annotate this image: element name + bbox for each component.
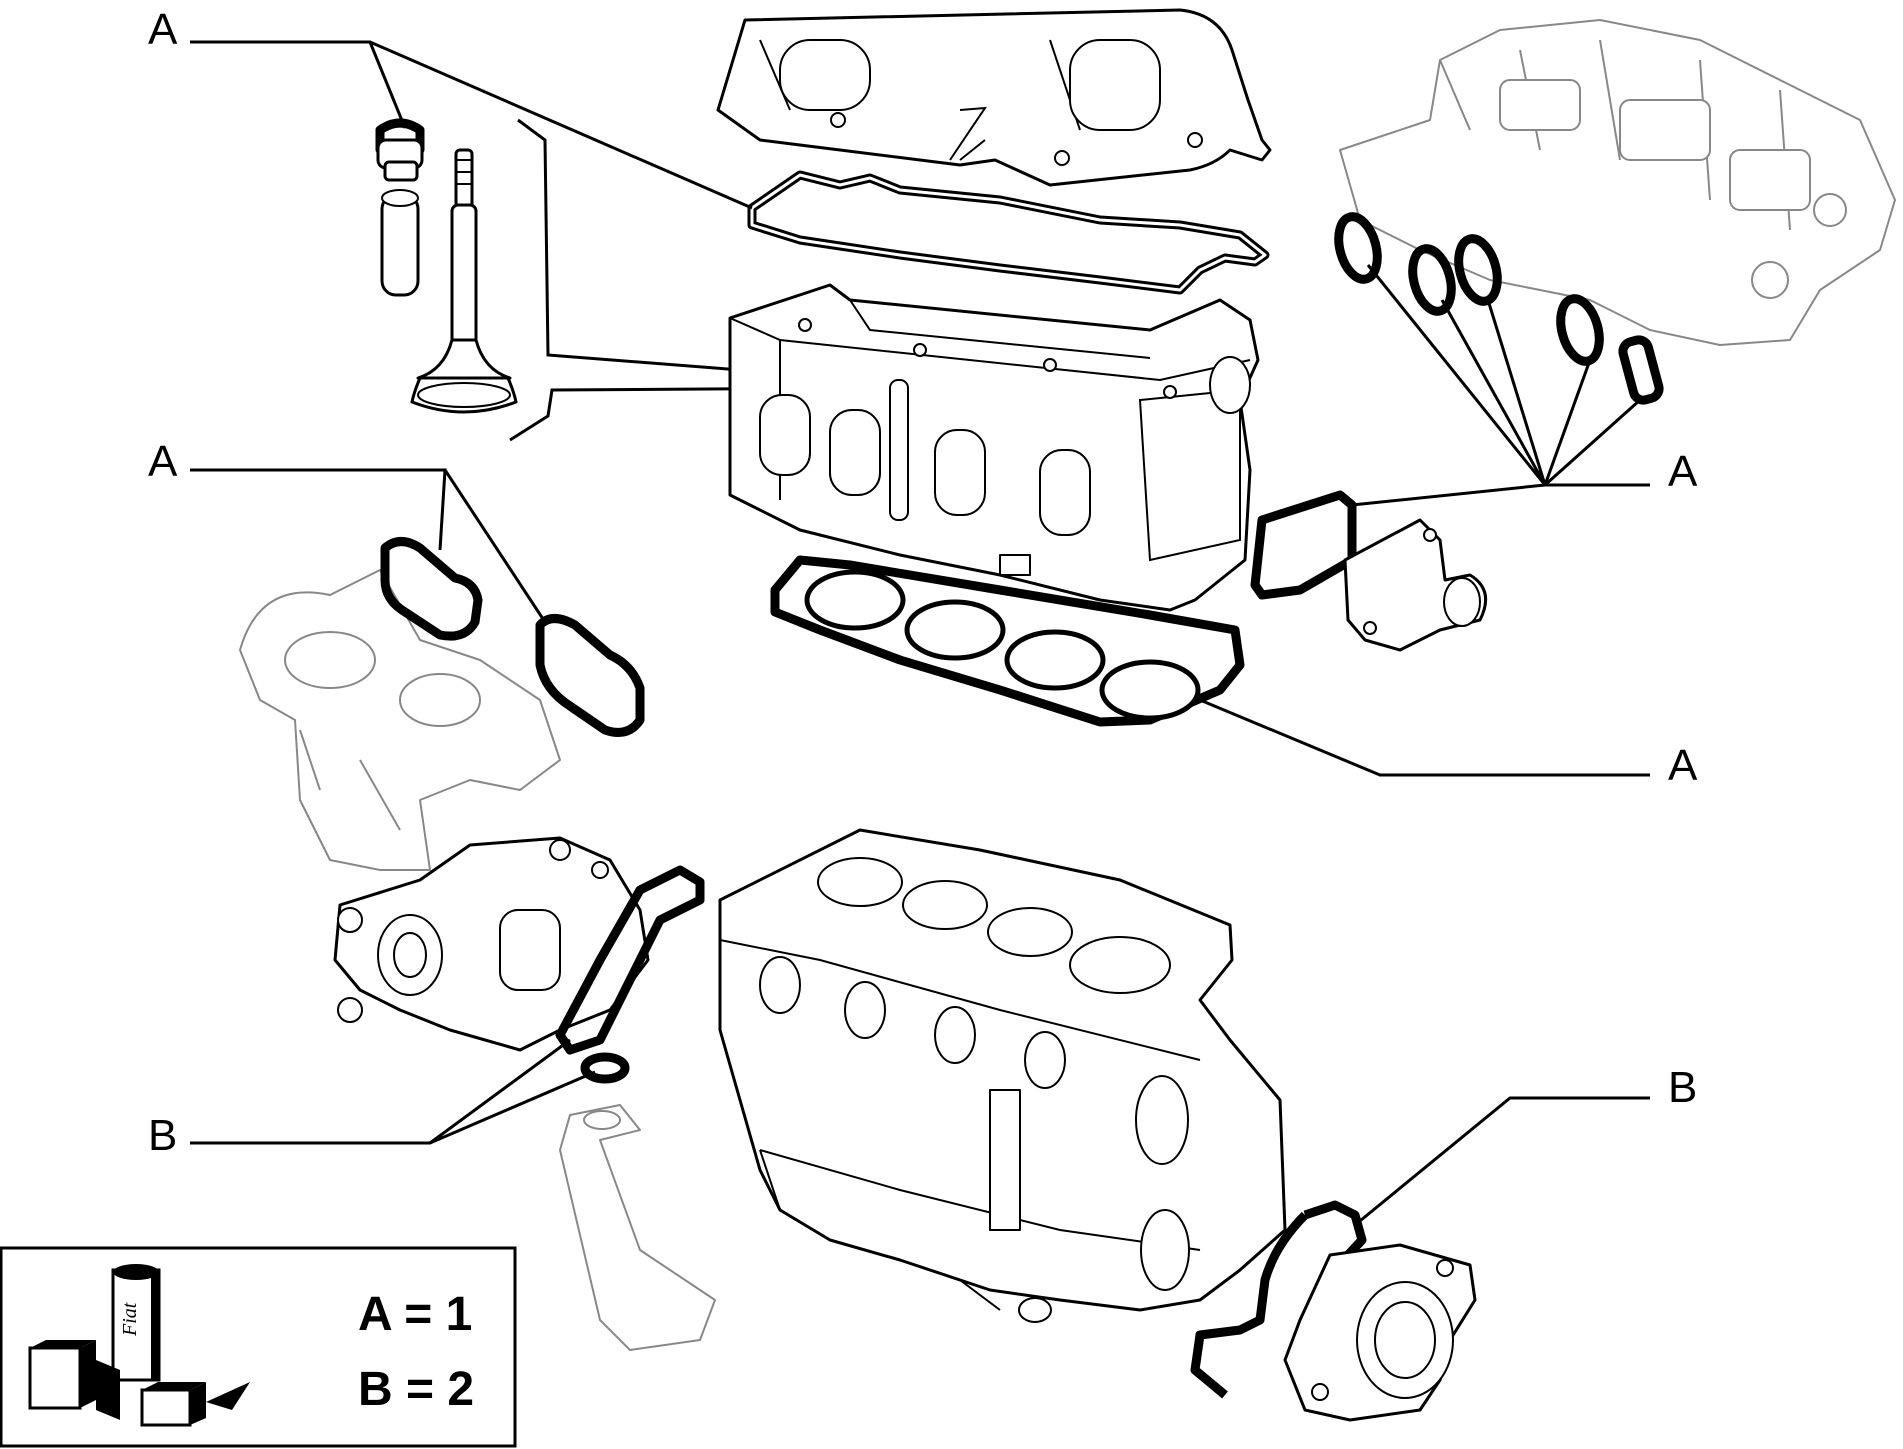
thermostat-housing-gasket (1250, 490, 1357, 600)
valve (410, 148, 518, 414)
rear-main-seal-gasket (1190, 1200, 1367, 1399)
engine-block (718, 828, 1287, 1323)
fiat-kit-icon: Fiat (28, 1264, 250, 1427)
leader-a4 (1199, 698, 1650, 777)
legend-a-quantity: A = 1 (358, 1288, 472, 1341)
leader-a1 (190, 40, 753, 210)
leader-a3 (1351, 264, 1650, 507)
valve-cover-gasket (747, 170, 1270, 295)
callout-b-left: B (148, 1111, 177, 1160)
valve-stem-seal (375, 118, 425, 182)
callout-a-right: A (1668, 447, 1698, 496)
callout-a-top-left: A (148, 5, 178, 54)
rear-seal-housing (1283, 1243, 1477, 1422)
oil-pickup-tube (559, 1104, 716, 1351)
cylinder-head-gasket (770, 555, 1245, 727)
exhaust-manifold-gaskets (380, 537, 645, 737)
valve-cover (716, 8, 1272, 187)
oil-seal-ring (580, 1052, 630, 1084)
oil-pump (333, 836, 650, 1052)
oil-pump-gasket (555, 865, 705, 1055)
callout-a-mid-left: A (148, 437, 178, 486)
valve-guide (380, 189, 420, 297)
legend-b-quantity: B = 2 (358, 1363, 474, 1416)
leader-lines (190, 40, 1650, 1227)
callout-a-lower-right: A (1668, 741, 1698, 790)
exhaust-manifold (239, 569, 561, 871)
quantity-legend: Fiat A = 1 B = 2 (0, 1246, 517, 1448)
leader-a2 (190, 468, 547, 623)
leader-b1 (190, 1038, 596, 1145)
leader-b2 (1354, 1096, 1650, 1227)
valve-bracket-line (509, 118, 871, 442)
thermostat-housing (1343, 518, 1488, 652)
cylinder-head (728, 283, 1260, 612)
valve-assembly (375, 118, 871, 442)
callout-b-right: B (1668, 1063, 1697, 1112)
intake-manifold (1339, 19, 1896, 346)
fiat-brand-label: Fiat (119, 1302, 141, 1337)
